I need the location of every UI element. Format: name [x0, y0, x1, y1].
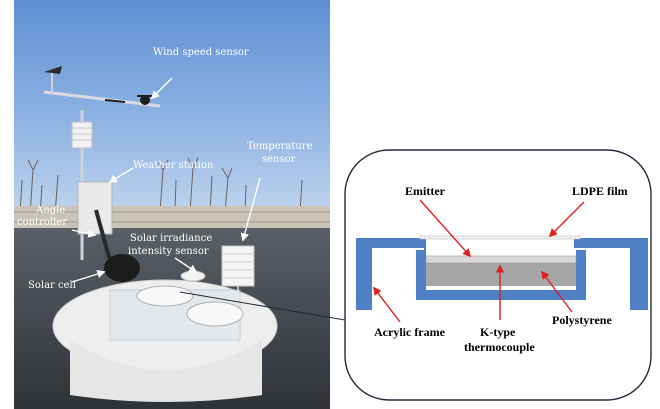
label-k-type-line2: thermocouple — [464, 340, 535, 354]
label-wind-speed-sensor: Wind speed sensor — [153, 47, 249, 58]
label-solar-irradiance-line1: Solar irradiance — [130, 233, 212, 244]
label-angle-controller-line2: controller — [17, 217, 67, 228]
label-temperature-sensor-line1: Temperature — [247, 141, 313, 152]
photo-sky — [14, 0, 330, 220]
weather-station-box — [77, 181, 113, 235]
label-angle-controller-line1: Angle — [35, 205, 65, 216]
polystyrene-block — [426, 262, 576, 286]
white-table — [52, 270, 278, 402]
ldpe-film — [419, 235, 581, 240]
label-polystyrene: Polystyrene — [552, 313, 612, 327]
label-emitter: Emitter — [405, 184, 446, 198]
photo-panel: Wind speed sensor Temperature sensor Wea… — [14, 0, 346, 409]
label-solar-irradiance-line2: intensity sensor — [128, 246, 209, 257]
diagram-arrows — [372, 199, 585, 323]
mast-shield — [71, 121, 93, 149]
label-ldpe-film: LDPE film — [572, 184, 628, 198]
label-temperature-sensor-line2: sensor — [262, 154, 296, 165]
diagram-panel: Emitter LDPE film Acrylic frame K-type t… — [344, 149, 652, 401]
label-weather-station: Weather station — [133, 160, 214, 171]
solar-cell-disk — [104, 254, 140, 282]
label-k-type-line1: K-type — [480, 325, 516, 339]
temperature-shield — [221, 245, 255, 296]
label-solar-cell: Solar cell — [28, 280, 76, 291]
photo-to-detail-line — [179, 291, 346, 321]
photo-trees — [19, 157, 303, 216]
photo-arrows — [71, 77, 261, 283]
label-acrylic-frame: Acrylic frame — [374, 325, 446, 339]
emitter-layer — [425, 255, 577, 264]
